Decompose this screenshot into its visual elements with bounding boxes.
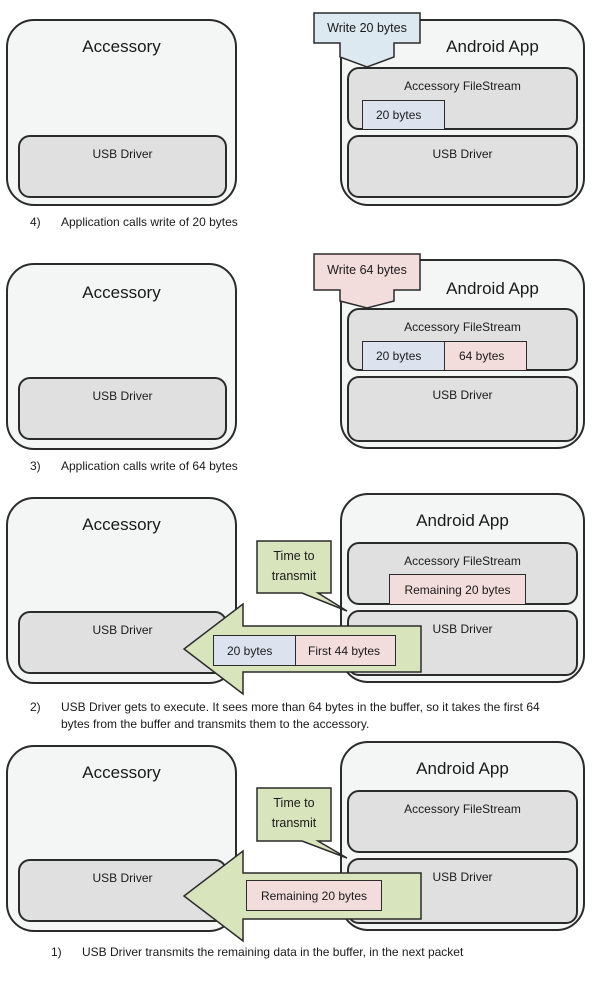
android-app-title: Android App xyxy=(416,759,509,778)
filestream-label: Accessory FileStream xyxy=(404,554,521,568)
accessory-filestream: Accessory FileStream 20 bytes 64 bytes xyxy=(347,308,578,371)
step-number: 3) xyxy=(30,459,41,473)
android-app-title: Android App xyxy=(416,511,509,530)
packet-chunk-remaining-20: Remaining 20 bytes xyxy=(246,880,382,911)
buffer-chunk-64-bytes: 64 bytes xyxy=(444,341,527,371)
app-usb-driver: USB Driver xyxy=(347,135,578,198)
time-to-transmit-callout xyxy=(256,787,348,859)
write-callout-shape xyxy=(313,12,421,68)
accessory-box: Accessory USB Driver xyxy=(6,19,237,206)
chunk-label: Remaining 20 bytes xyxy=(260,888,368,903)
accessory-title: Accessory xyxy=(82,763,161,782)
app-usb-driver: USB Driver xyxy=(347,376,578,442)
usb-driver-label: USB Driver xyxy=(432,622,493,636)
accessory-box: Accessory USB Driver xyxy=(6,263,237,450)
filestream-label: Accessory FileStream xyxy=(404,320,521,334)
accessory-filestream: Accessory FileStream Remaining 20 bytes xyxy=(347,542,578,605)
step-caption: Application calls write of 64 bytes xyxy=(61,459,238,473)
step-caption: Application calls write of 20 bytes xyxy=(61,215,238,229)
usb-driver-label: USB Driver xyxy=(92,871,153,885)
accessory-usb-driver: USB Driver xyxy=(18,377,227,440)
write-callout-label: Write 20 bytes xyxy=(327,21,407,35)
accessory-filestream: Accessory FileStream xyxy=(347,790,578,853)
usb-driver-label: USB Driver xyxy=(92,623,153,637)
filestream-label: Accessory FileStream xyxy=(404,79,521,93)
chunk-label: 20 bytes xyxy=(227,643,273,658)
accessory-usb-driver: USB Driver xyxy=(18,135,227,198)
usb-driver-label: USB Driver xyxy=(432,147,493,161)
android-app-title: Android App xyxy=(446,37,539,56)
buffer-chunk-20-bytes: 20 bytes xyxy=(362,341,445,371)
step-caption-line2: bytes from the buffer and transmits them… xyxy=(61,717,370,731)
android-app-box: Android App Accessory FileStream 20 byte… xyxy=(340,19,585,206)
accessory-title: Accessory xyxy=(82,37,161,56)
usb-driver-label: USB Driver xyxy=(432,870,493,884)
time-callout-line1: Time to xyxy=(273,796,315,810)
write-callout-shape xyxy=(313,253,421,309)
packet-chunk-first-44-bytes: First 44 bytes xyxy=(295,635,396,666)
chunk-label: 64 bytes xyxy=(459,349,505,363)
accessory-filestream: Accessory FileStream 20 bytes xyxy=(347,67,578,130)
android-app-box: Android App Accessory FileStream 20 byte… xyxy=(340,259,585,449)
buffer-chunk-remaining-20: Remaining 20 bytes xyxy=(389,574,526,605)
step-number: 2) xyxy=(30,700,41,714)
usb-driver-label: USB Driver xyxy=(92,147,153,161)
accessory-title: Accessory xyxy=(82,515,161,534)
chunk-label: Remaining 20 bytes xyxy=(404,582,511,597)
time-callout-line2: transmit xyxy=(271,569,317,583)
step-caption: USB Driver transmits the remaining data … xyxy=(82,945,464,959)
step-caption-line1: USB Driver gets to execute. It sees more… xyxy=(61,700,540,714)
time-callout-line1: Time to xyxy=(273,549,315,563)
time-to-transmit-callout xyxy=(256,540,348,612)
packet-chunk-20-bytes: 20 bytes xyxy=(213,635,296,666)
android-app-title: Android App xyxy=(446,279,539,298)
step-number: 4) xyxy=(30,215,41,229)
buffer-chunk-20-bytes: 20 bytes xyxy=(362,100,445,130)
chunk-label: 20 bytes xyxy=(376,349,422,363)
step-number: 1) xyxy=(51,945,62,959)
time-callout-line2: transmit xyxy=(271,816,317,830)
chunk-label: First 44 bytes xyxy=(308,643,381,658)
write-callout-label: Write 64 bytes xyxy=(327,263,407,277)
usb-driver-label: USB Driver xyxy=(432,388,493,402)
chunk-label: 20 bytes xyxy=(376,108,422,122)
android-app-box: Android App Accessory FileStream Remaini… xyxy=(340,493,585,683)
usb-driver-label: USB Driver xyxy=(92,389,153,403)
filestream-label: Accessory FileStream xyxy=(404,802,521,816)
accessory-title: Accessory xyxy=(82,283,161,302)
